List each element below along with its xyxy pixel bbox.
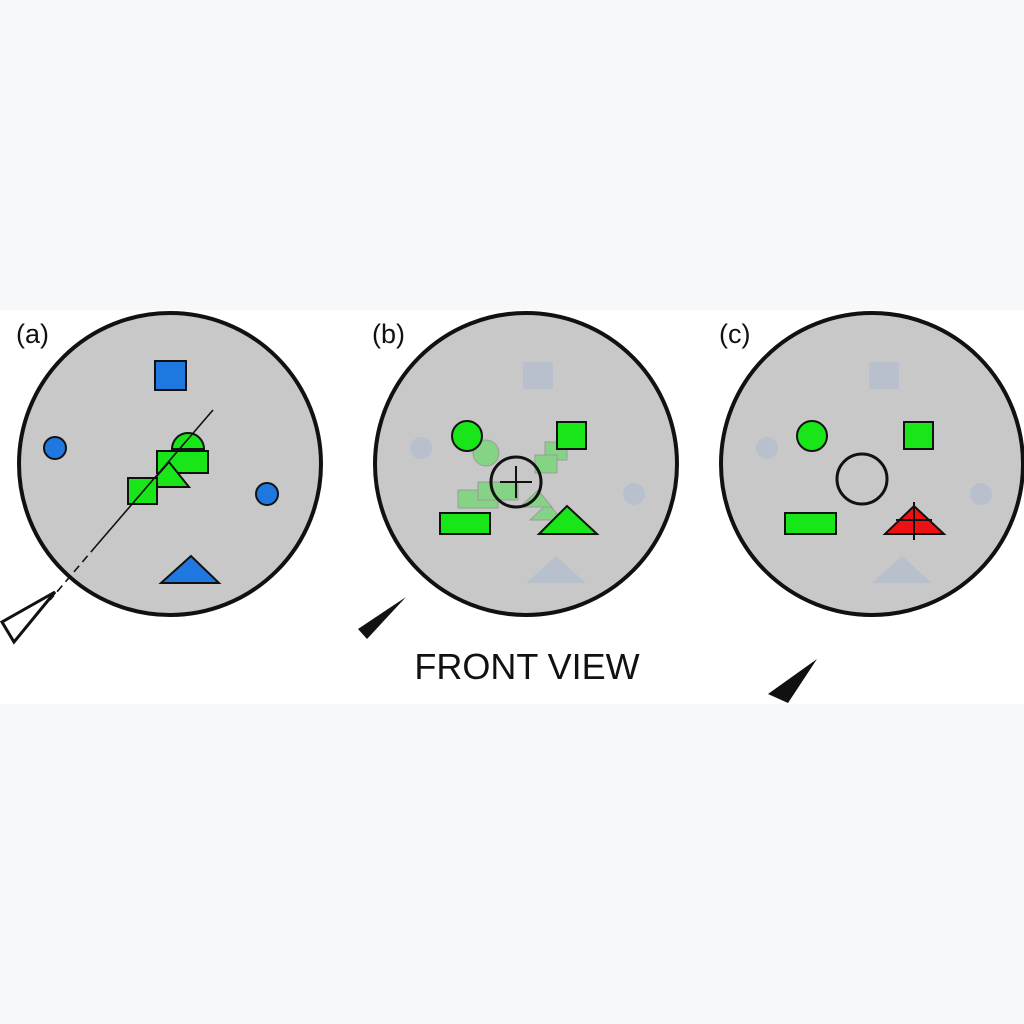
red-target-triangle bbox=[882, 502, 947, 540]
blue-triangle bbox=[158, 554, 222, 584]
caption-front-view: FRONT VIEW bbox=[414, 646, 639, 687]
line-of-sight-dashed bbox=[49, 545, 97, 601]
blue-circle-right bbox=[255, 482, 279, 506]
panel-c-disk bbox=[719, 311, 1024, 617]
faded-square bbox=[523, 362, 553, 389]
green-triangle bbox=[536, 504, 600, 535]
green-rectangle bbox=[784, 512, 837, 535]
panel-a: (a) bbox=[0, 311, 323, 645]
observer-pointer-icon bbox=[358, 597, 406, 639]
faded-circle-left bbox=[756, 437, 778, 459]
faded-square bbox=[869, 362, 899, 389]
green-square bbox=[556, 421, 587, 450]
fixation-circle bbox=[835, 452, 889, 506]
observer-pointer-icon bbox=[0, 590, 57, 645]
faded-circle-left bbox=[410, 437, 432, 459]
green-square bbox=[127, 477, 158, 505]
faded-triangle bbox=[526, 556, 586, 583]
faded-circle-right bbox=[970, 483, 992, 505]
panel-c: (c) bbox=[719, 311, 1024, 703]
green-semicircle bbox=[170, 432, 206, 450]
panel-c-label: (c) bbox=[719, 319, 750, 349]
green-square bbox=[903, 421, 934, 450]
observer-pointer-icon bbox=[768, 659, 817, 703]
faded-triangle bbox=[872, 556, 932, 583]
green-rectangle bbox=[439, 512, 491, 535]
line-of-sight-solid bbox=[95, 409, 214, 547]
panel-a-label: (a) bbox=[16, 319, 49, 349]
faded-circle-right bbox=[623, 483, 645, 505]
green-circle bbox=[451, 420, 483, 452]
panel-b-label: (b) bbox=[372, 319, 405, 349]
panel-b: (b) bbox=[358, 311, 679, 639]
fixation-crosshair-icon bbox=[489, 455, 543, 509]
blue-circle-left bbox=[43, 436, 67, 460]
green-circle bbox=[796, 420, 828, 452]
blue-square bbox=[154, 360, 187, 391]
panel-b-disk bbox=[373, 311, 679, 617]
